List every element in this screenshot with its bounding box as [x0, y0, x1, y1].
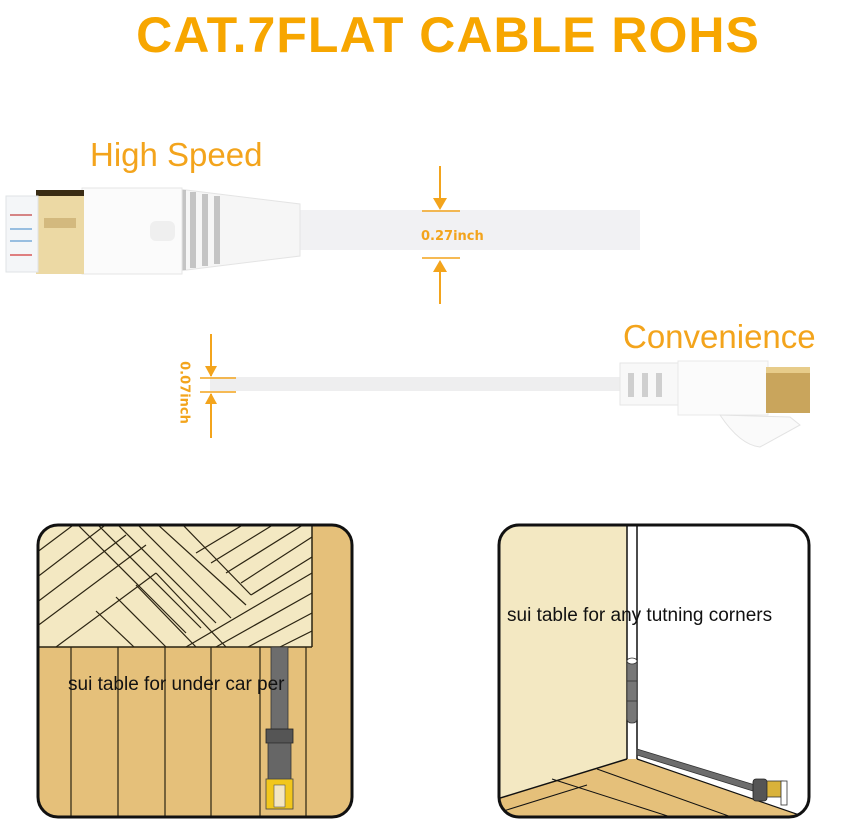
card-turning-corners-caption: sui table for any tutning corners: [507, 605, 773, 626]
thickness-dimension-marker: [196, 332, 246, 442]
card-under-carpet: [36, 523, 354, 819]
card-under-carpet-caption: sui table for under car per: [68, 674, 285, 695]
width-dimension-label: 0.27inch: [421, 229, 484, 244]
high-speed-label: High Speed: [90, 136, 263, 173]
flat-cable-thin-illustration: [200, 355, 820, 455]
card-turning-corners: [497, 523, 811, 819]
width-dimension-marker: [420, 164, 480, 309]
thickness-dimension-label: 0.07inch: [176, 361, 192, 424]
page-title: CAT.7FLAT CABLE ROHS: [136, 7, 760, 63]
convenience-label: Convenience: [623, 318, 816, 355]
flat-cable-wide-illustration: [0, 176, 660, 306]
